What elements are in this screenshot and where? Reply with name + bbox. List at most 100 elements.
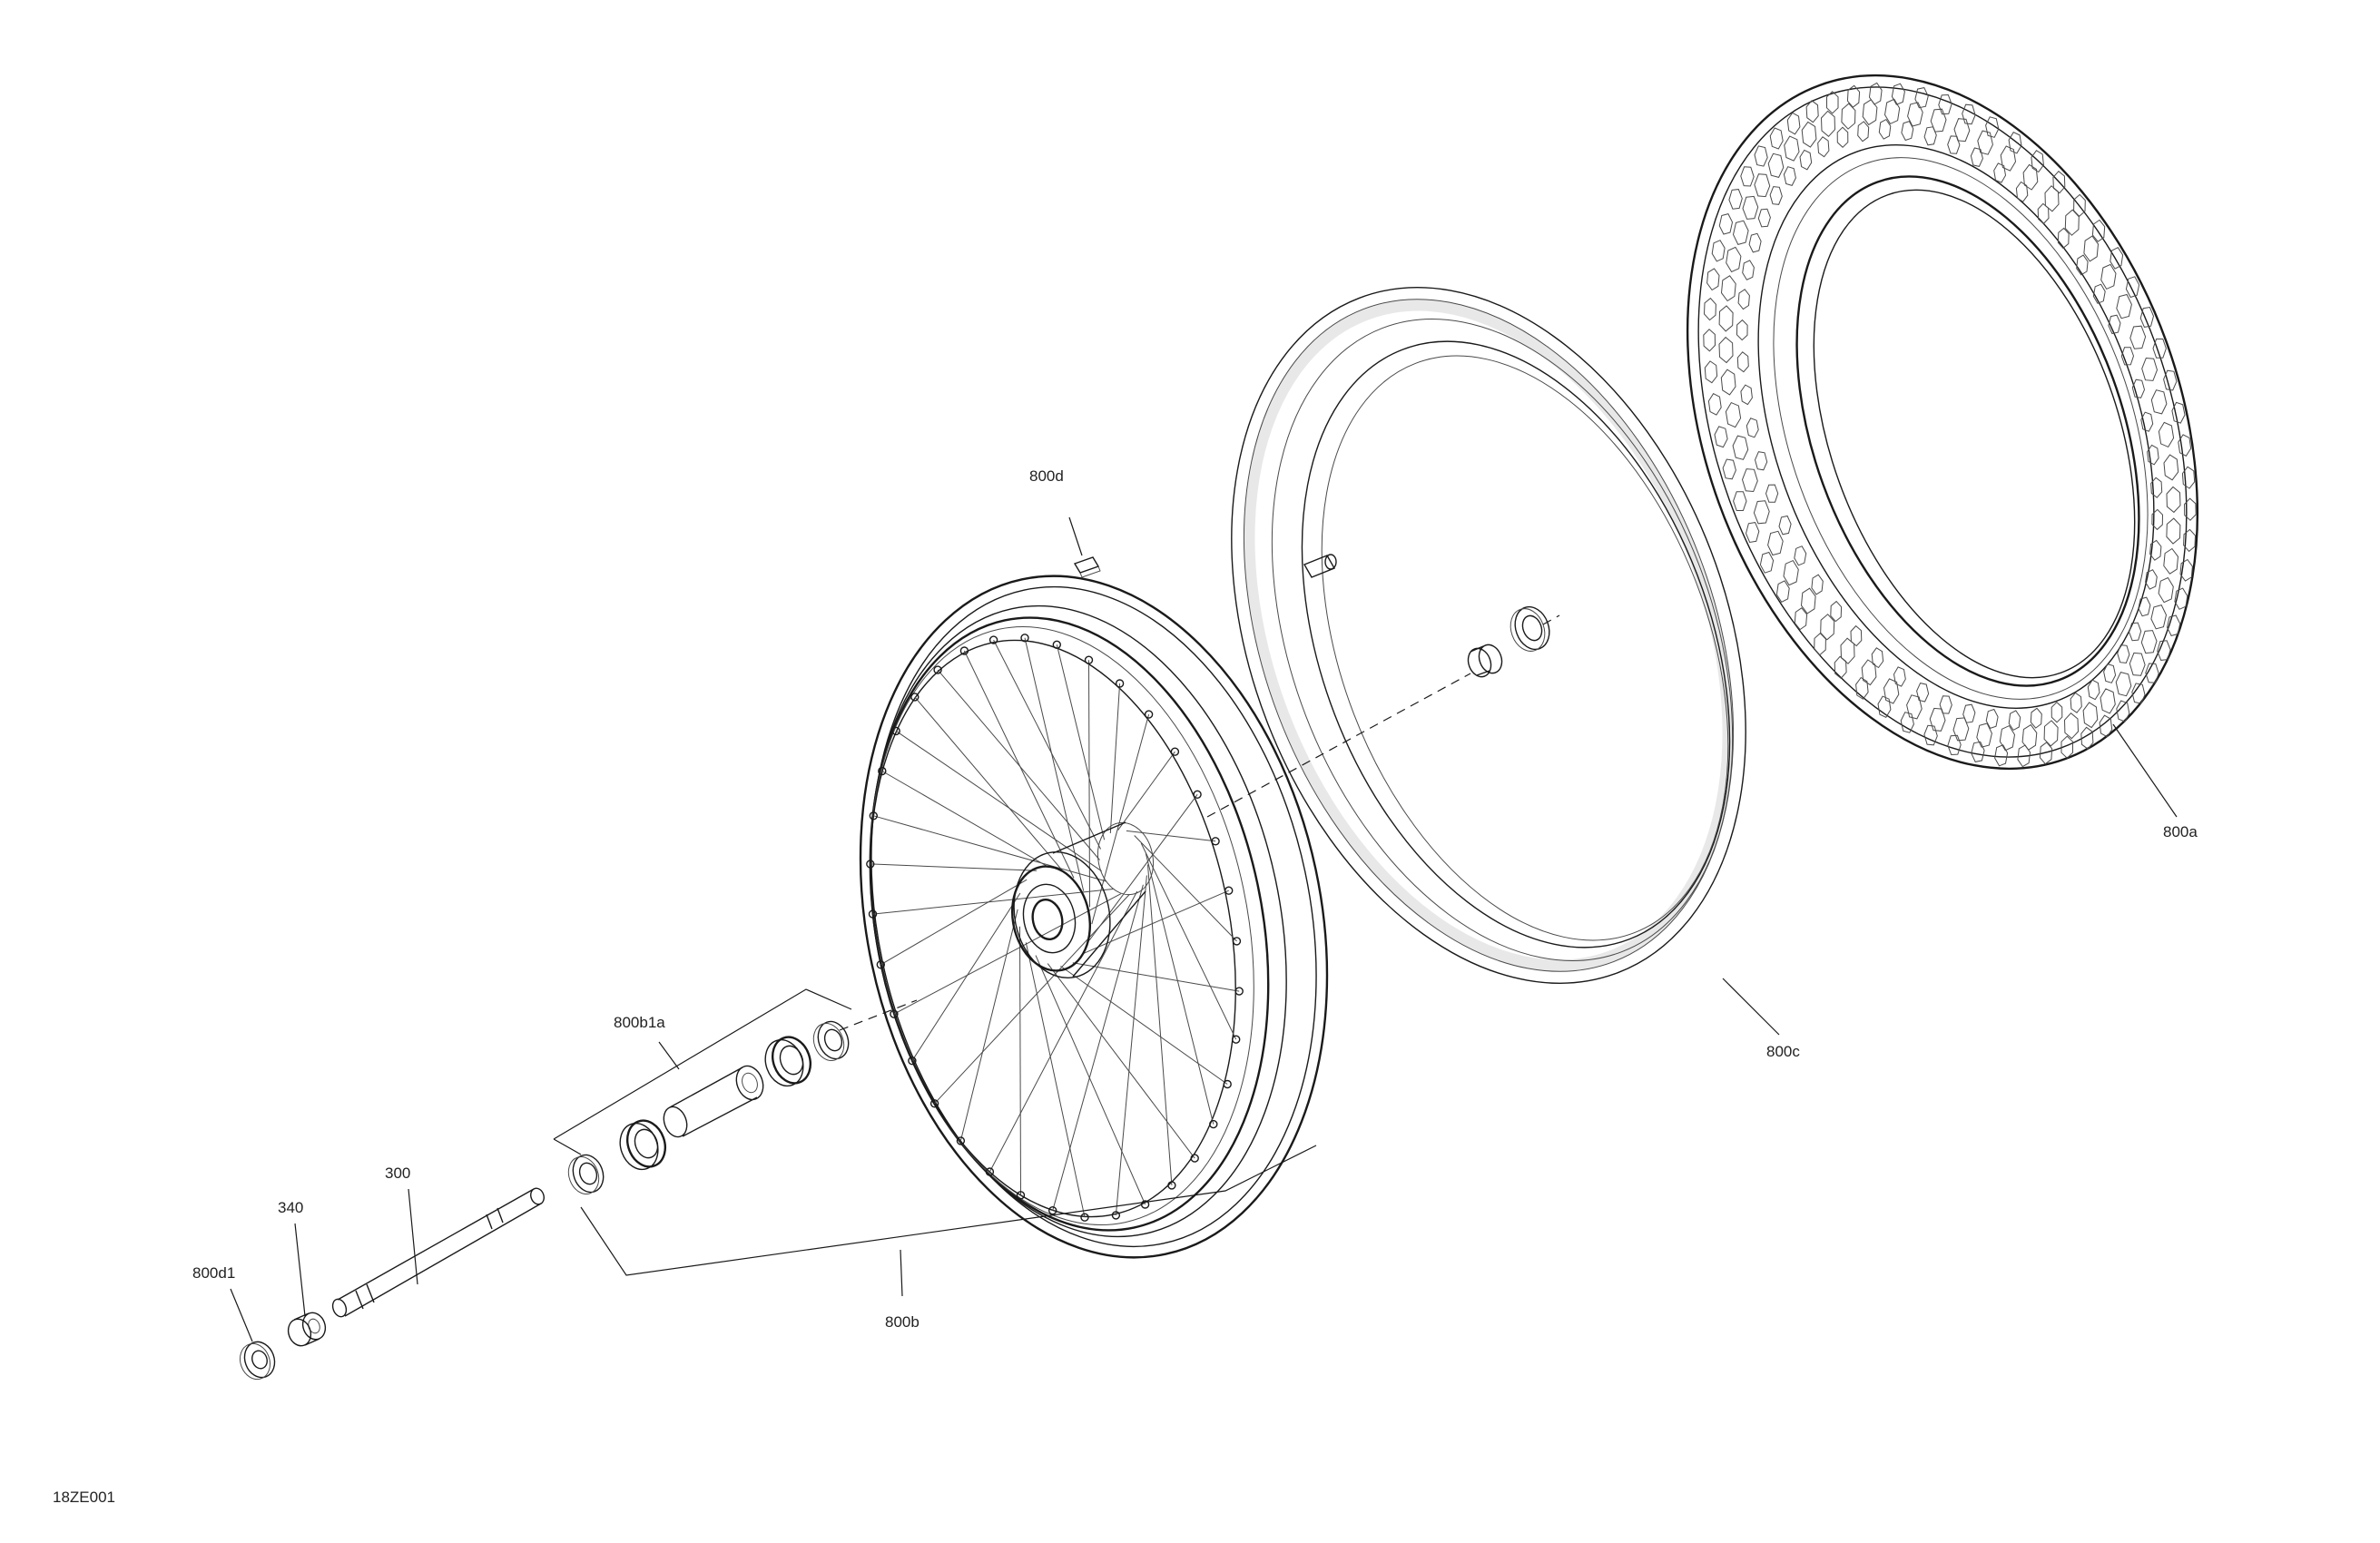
tread-block <box>1826 91 1839 114</box>
spoke <box>911 892 1021 1061</box>
tread-block <box>1784 135 1800 162</box>
tread-block <box>1862 99 1878 126</box>
tread-block <box>1775 580 1790 603</box>
tread-block <box>1977 130 1993 155</box>
tread-block <box>1883 98 1901 125</box>
tread-block <box>2147 444 2159 466</box>
tread-block <box>2158 576 2174 604</box>
tread-block <box>2179 558 2193 582</box>
tread-block <box>1971 741 1985 762</box>
tread-block <box>1786 112 1801 135</box>
tread-block <box>1753 500 1770 525</box>
inner-tube[interactable] <box>1137 213 1840 1058</box>
bearing-left[interactable] <box>614 1115 671 1175</box>
tread-block <box>2008 132 2022 154</box>
tread-block <box>1737 289 1750 310</box>
tread-block <box>2076 254 2089 276</box>
tread-block <box>2152 339 2167 359</box>
bearing-right[interactable] <box>759 1032 816 1092</box>
spoke <box>1091 713 1150 925</box>
tread-block <box>2163 454 2179 481</box>
spoke-nipple <box>890 1009 899 1018</box>
tread-block <box>1914 87 1929 109</box>
spoke <box>1147 864 1173 1185</box>
spoke-nipple <box>1224 886 1234 895</box>
tread-block <box>1841 103 1856 130</box>
spacer-kit[interactable] <box>553 988 853 1198</box>
seal-right[interactable] <box>809 1017 853 1065</box>
washer[interactable] <box>235 1338 280 1384</box>
tread-block <box>1736 319 1748 341</box>
tread-block <box>1817 136 1830 158</box>
tread-block <box>1939 695 1952 714</box>
tread-block <box>1861 659 1877 686</box>
tread-block <box>1947 734 1962 756</box>
tread-block <box>1801 121 1817 148</box>
tread-block <box>1757 208 1771 228</box>
tread-block <box>2064 209 2080 236</box>
bushing[interactable] <box>285 1310 329 1349</box>
seal-left[interactable] <box>564 1151 608 1198</box>
tread-block <box>1720 275 1736 302</box>
spoke <box>895 730 1102 872</box>
valve-cap[interactable] <box>1073 556 1101 578</box>
spoke <box>1140 842 1237 1040</box>
spoke <box>1088 660 1090 908</box>
tread-block <box>2117 644 2130 663</box>
tread-block <box>1732 435 1749 460</box>
tread-block <box>1976 722 1992 748</box>
tread-block <box>1754 451 1768 471</box>
spoked-wheel[interactable] <box>800 532 1387 1301</box>
spoke-nipples <box>866 634 1244 1222</box>
tread-block <box>2150 389 2168 415</box>
tread-block <box>1953 118 1971 143</box>
tread-block <box>2174 587 2188 610</box>
tire[interactable] <box>1597 4 2289 840</box>
spacer-tube[interactable] <box>660 1062 768 1140</box>
tread-block <box>1820 110 1836 137</box>
tread-block <box>2091 219 2106 242</box>
tread-block <box>2166 517 2181 545</box>
spoke-nipple <box>988 635 998 644</box>
tread-block <box>2129 652 2146 676</box>
tread-block <box>1707 393 1722 416</box>
tread-block <box>2157 640 2171 661</box>
axle[interactable] <box>330 1186 546 1319</box>
spoke <box>1109 683 1121 834</box>
tread-block <box>2141 357 2159 381</box>
spoke <box>1052 884 1144 1211</box>
spoke-nipple <box>929 1099 939 1108</box>
valve-stem[interactable] <box>1303 554 1337 578</box>
tread-block <box>2140 411 2154 432</box>
tread-block <box>2063 713 2080 740</box>
tread-block <box>1836 126 1849 148</box>
tread-block <box>2070 692 2082 713</box>
spoke <box>1035 955 1146 1205</box>
tread-block <box>1754 173 1771 198</box>
tread-block <box>2163 369 2178 391</box>
tread-block <box>2181 466 2196 489</box>
tread-block <box>2082 702 2099 729</box>
tread-block <box>2037 202 2050 225</box>
spoke <box>880 879 1028 966</box>
tread-block <box>1923 724 1938 746</box>
hub-spacer-right[interactable] <box>1464 642 1505 680</box>
spoke <box>881 771 1049 869</box>
tread-block <box>2138 596 2151 617</box>
wheel-hub[interactable] <box>1003 818 1160 988</box>
axle-centerline <box>839 614 1560 1031</box>
tread-block <box>1985 116 2000 138</box>
tread-block <box>1748 232 1762 253</box>
spoke-nipple <box>1211 837 1220 846</box>
tread-block <box>2158 421 2175 448</box>
spoke-nipple <box>876 960 885 969</box>
tread-block <box>2060 735 2073 759</box>
spoke-nipple <box>1080 1213 1089 1222</box>
tread-block <box>1830 600 1843 623</box>
spoke-nipple <box>866 860 875 869</box>
spoke <box>1115 875 1147 1215</box>
spoke-nipple <box>1084 655 1094 664</box>
tread-block <box>1938 93 1952 115</box>
spoke-nipple <box>1193 790 1202 799</box>
